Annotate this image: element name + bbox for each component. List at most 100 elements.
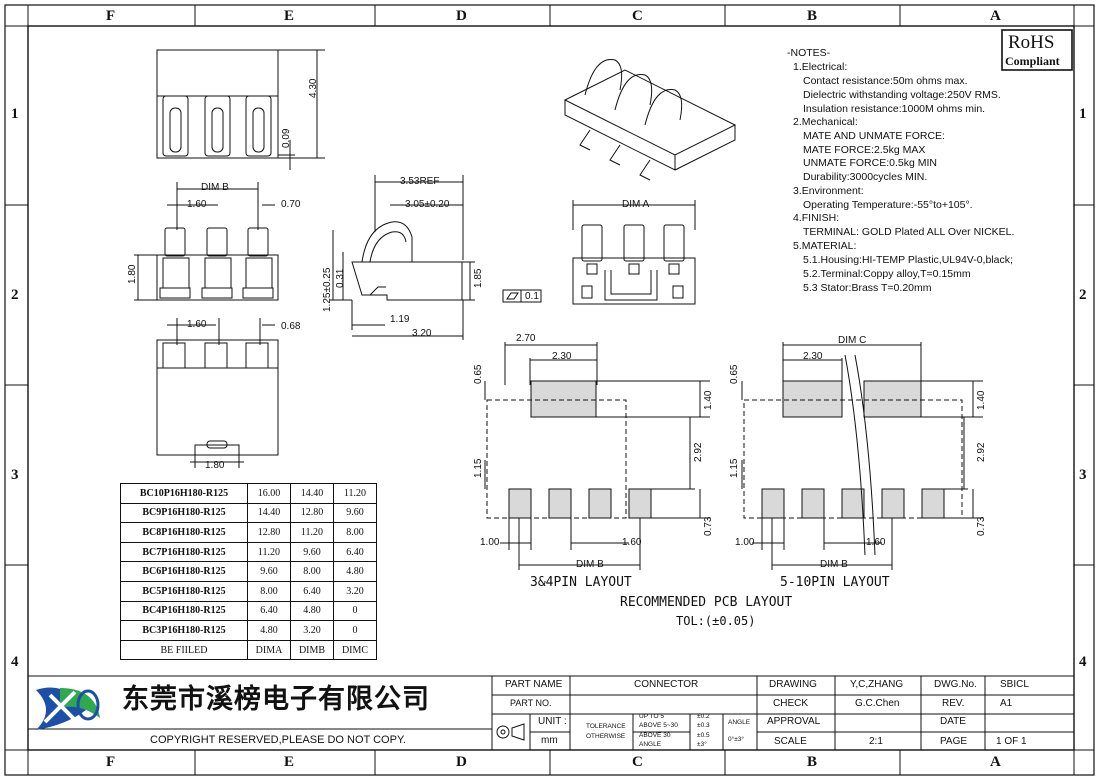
zone-number-4-right: 4: [1079, 654, 1087, 670]
pcb-right-0-73: 0.73: [976, 516, 987, 536]
note-line: 5.2.Terminal:Coppy alloy,T=0.15mm: [803, 268, 971, 280]
zone-letter-d: D: [456, 8, 467, 24]
dim-label-1-80-horizontal: 1.80: [205, 460, 225, 471]
dim-label-1-60-bottom: 1.60: [187, 319, 207, 330]
dim-label-1-80-vertical: 1.80: [127, 264, 138, 284]
pcb-layout-right: [741, 342, 983, 570]
dim-label-0-68: 0.68: [281, 321, 301, 332]
note-line: 3.Environment:: [793, 185, 864, 197]
table-cell: 11.20: [333, 483, 377, 504]
tol-range-3: ABOVE 30: [639, 732, 671, 739]
end-view: [572, 200, 696, 305]
tolerance-label: TOLERANCE: [586, 723, 626, 730]
pcb-left-2-70: 2.70: [516, 333, 536, 344]
front-view: [134, 182, 279, 301]
note-line: 5.MATERIAL:: [793, 240, 857, 252]
side-view: [330, 175, 542, 340]
pcb-left-0-65: 0.65: [473, 364, 484, 384]
table-cell: 16.00: [247, 483, 291, 504]
note-line: Insulation resistance:1000M ohms min.: [803, 103, 986, 115]
zone-letter-b: B: [807, 8, 818, 24]
zone-letter-f-bottom: F: [106, 754, 116, 770]
isometric-view: [563, 58, 737, 181]
rohs-title: RoHS: [1008, 32, 1055, 53]
table-cell: BC8P16H180-R125: [120, 522, 248, 543]
table-cell: 8.00: [247, 580, 291, 602]
note-line: Contact resistance:50m ohms max.: [803, 75, 968, 87]
note-line: TERMINAL: GOLD Plated ALL Over NICKEL.: [803, 226, 1015, 238]
table-cell: 0: [333, 620, 377, 641]
angle-label: ANGLE: [728, 719, 751, 726]
pcb-right-2-92: 2.92: [976, 442, 987, 462]
dwg-no-value: SBICL: [1000, 679, 1029, 690]
dim-label-4-30: 4.30: [308, 78, 319, 98]
pcb-right-1-15: 1.15: [729, 458, 740, 478]
check-value: G.C.Chen: [855, 698, 900, 709]
table-cell: BC3P16H180-R125: [120, 620, 248, 641]
note-line: MATE AND UNMATE FORCE:: [803, 130, 945, 142]
dim-label-3-20: 3.20: [412, 328, 432, 339]
company-logo: [36, 687, 100, 730]
note-line: Operating Temperature:-55°to+105°.: [803, 199, 973, 211]
drawing-label: DRAWING: [769, 679, 817, 690]
tol-value-2: ±0.3: [697, 722, 710, 729]
note-line: 5.3 Stator:Brass T=0.20mm: [803, 282, 932, 294]
zone-letter-e-bottom: E: [284, 754, 295, 770]
table-cell: BC10P16H180-R125: [120, 483, 248, 504]
note-line: Durability:3000cycles MIN.: [803, 171, 928, 183]
notes-heading: -NOTES-: [787, 47, 831, 59]
pcb-left-1-15: 1.15: [473, 458, 484, 478]
tol-value-3: ±0.5: [697, 732, 710, 739]
zone-letter-d-bottom: D: [456, 754, 467, 770]
table-cell: 4.80: [333, 561, 377, 582]
table-cell: 8.00: [333, 522, 377, 543]
top-view-contacts: [162, 95, 272, 157]
pcb-left-dim-b: DIM B: [576, 559, 604, 570]
note-line: 4.FINISH:: [793, 212, 840, 224]
flatness-value: 0.1: [525, 291, 539, 302]
date-label: DATE: [940, 716, 966, 727]
pcb-right-0-65: 0.65: [729, 364, 740, 384]
layout-tolerance: TOL:(±0.05): [676, 614, 756, 628]
pcb-left-0-73: 0.73: [703, 516, 714, 536]
zone-letter-a: A: [990, 8, 1001, 24]
table-cell: 9.60: [290, 541, 334, 563]
table-cell: 3.20: [333, 580, 377, 602]
table-cell: DIMC: [333, 639, 377, 661]
otherwise-label: OTHERWISE: [586, 733, 626, 740]
note-line: UNMATE FORCE:0.5kg MIN: [803, 157, 937, 169]
tol-value-1: ±0.2: [697, 713, 710, 720]
zone-number-2-right: 2: [1079, 287, 1087, 303]
layout-title-right: 5-10PIN LAYOUT: [780, 575, 890, 590]
table-cell: 12.80: [290, 502, 334, 524]
table-cell: 0: [333, 600, 377, 622]
tol-range-2: ABOVE 5~30: [639, 722, 678, 729]
dim-label-0-70: 0.70: [281, 199, 301, 210]
tol-range-4: ANGLE: [639, 741, 662, 748]
zone-number-3: 3: [11, 467, 19, 483]
table-cell: 11.20: [290, 522, 334, 543]
pcb-left-1-60: 1.60: [622, 537, 642, 548]
dwg-no-label: DWG.No.: [934, 679, 977, 690]
scale-label: SCALE: [774, 736, 807, 747]
table-cell: 4.80: [247, 620, 291, 641]
table-cell: 12.80: [247, 522, 291, 543]
unit-label: UNIT :: [538, 716, 567, 727]
check-label: CHECK: [773, 698, 809, 709]
table-cell: 14.40: [247, 502, 291, 524]
scale-value: 2:1: [869, 736, 883, 747]
pcb-right-1-60: 1.60: [866, 537, 886, 548]
dim-label-3-53ref: 3.53REF: [400, 176, 440, 187]
table-cell: 9.60: [247, 561, 291, 582]
table-cell: 6.40: [247, 600, 291, 622]
dim-label-3-05: 3.05±0.20: [405, 199, 450, 210]
